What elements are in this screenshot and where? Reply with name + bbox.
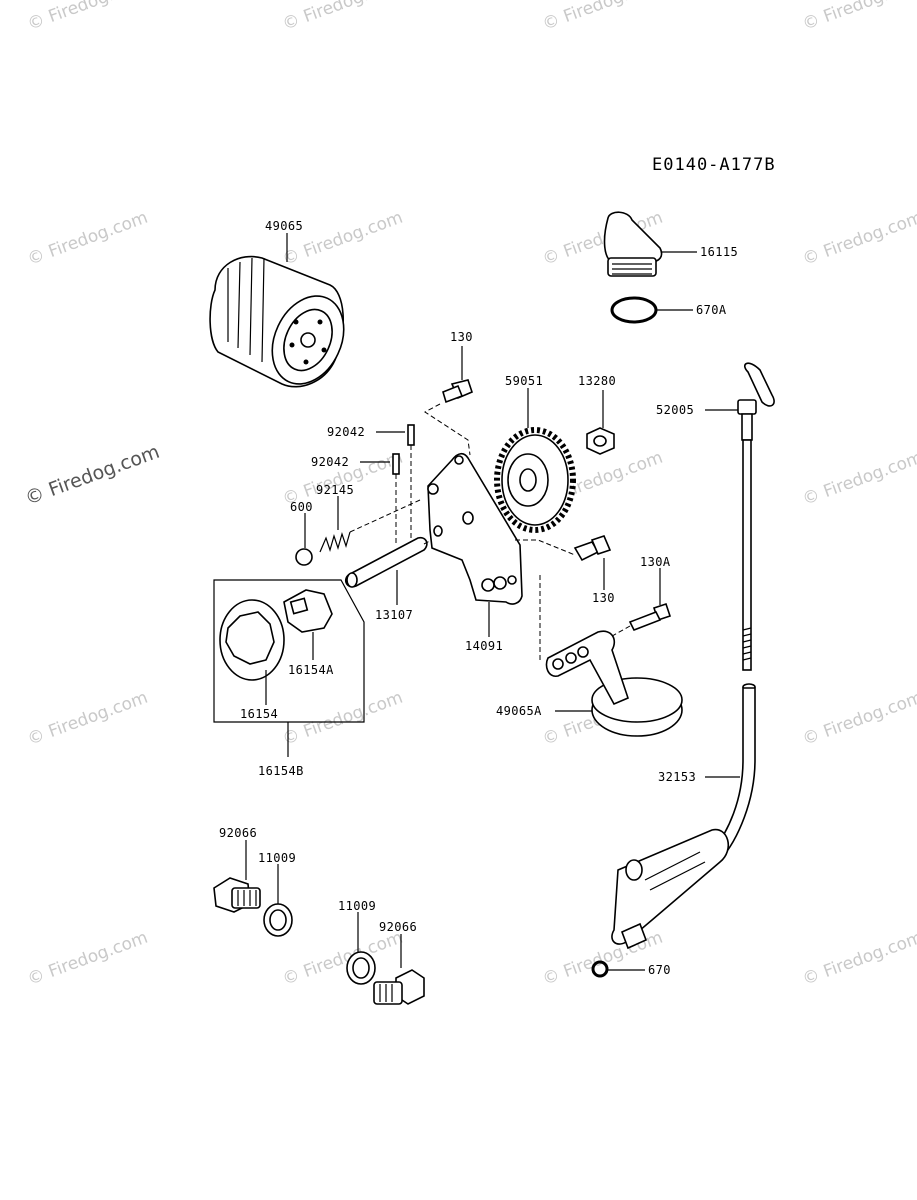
diagram-code: E0140-A177B bbox=[652, 155, 776, 175]
washer-11009-left-part[interactable] bbox=[263, 864, 293, 937]
watermark-text: © Firedog.com bbox=[22, 441, 162, 510]
bolt-130-lower-part[interactable] bbox=[515, 535, 612, 590]
watermark-text: © Firedog.com bbox=[800, 208, 917, 270]
watermark-text: © Firedog.com bbox=[800, 688, 917, 750]
watermark-text: © Firedog.com bbox=[800, 928, 917, 990]
part-label-52005[interactable]: 52005 bbox=[656, 403, 694, 417]
part-label-59051[interactable]: 59051 bbox=[505, 374, 543, 388]
part-label-16115[interactable]: 16115 bbox=[700, 245, 738, 259]
drain-plug-92066-right-part[interactable] bbox=[373, 934, 425, 1005]
watermark-text: © Firedog.com bbox=[800, 0, 917, 35]
part-label-13280[interactable]: 13280 bbox=[578, 374, 616, 388]
part-label-49065a[interactable]: 49065A bbox=[496, 704, 542, 718]
nut-13280-part[interactable] bbox=[586, 390, 615, 455]
part-label-92145[interactable]: 92145 bbox=[316, 483, 354, 497]
watermark-text: © Firedog.com bbox=[540, 0, 666, 35]
part-label-32153[interactable]: 32153 bbox=[658, 770, 696, 784]
ball-600-part[interactable] bbox=[295, 513, 313, 566]
part-label-600[interactable]: 600 bbox=[290, 500, 313, 514]
part-label-130-lower[interactable]: 130 bbox=[592, 591, 615, 605]
part-label-92042-upper[interactable]: 92042 bbox=[327, 425, 365, 439]
part-label-92066-right[interactable]: 92066 bbox=[379, 920, 417, 934]
plate-14091-part[interactable] bbox=[427, 452, 523, 637]
watermark-text: © Firedog.com bbox=[280, 208, 406, 270]
pin-92042-upper-part[interactable] bbox=[376, 424, 415, 540]
part-label-670[interactable]: 670 bbox=[648, 963, 671, 977]
part-label-92042-lower[interactable]: 92042 bbox=[311, 455, 349, 469]
oil-strainer-49065a-part[interactable] bbox=[539, 575, 683, 737]
part-label-13107[interactable]: 13107 bbox=[375, 608, 413, 622]
part-label-11009-right[interactable]: 11009 bbox=[338, 899, 376, 913]
watermark-text: © Firedog.com bbox=[25, 0, 151, 35]
bolt-130-top-part[interactable] bbox=[424, 346, 473, 456]
gear-59051-part[interactable] bbox=[494, 388, 576, 533]
watermark-text: © Firedog.com bbox=[280, 0, 406, 35]
watermark-text: © Firedog.com bbox=[25, 208, 151, 270]
part-label-16154[interactable]: 16154 bbox=[240, 707, 278, 721]
dipstick-52005-part[interactable] bbox=[705, 362, 775, 671]
watermark-text: © Firedog.com bbox=[25, 688, 151, 750]
spring-92145-part[interactable] bbox=[319, 496, 421, 553]
part-label-16154b[interactable]: 16154B bbox=[258, 764, 304, 778]
drain-plug-92066-left-part[interactable] bbox=[213, 840, 261, 913]
watermark-text: © Firedog.com bbox=[800, 448, 917, 510]
part-label-130a[interactable]: 130A bbox=[640, 555, 671, 569]
watermark-text: © Firedog.com bbox=[280, 688, 406, 750]
pin-92042-lower-part[interactable] bbox=[360, 453, 400, 545]
part-label-14091[interactable]: 14091 bbox=[465, 639, 503, 653]
part-label-49065[interactable]: 49065 bbox=[265, 219, 303, 233]
o-ring-670a-part[interactable] bbox=[610, 296, 693, 324]
part-label-92066-left[interactable]: 92066 bbox=[219, 826, 257, 840]
part-label-130-top[interactable]: 130 bbox=[450, 330, 473, 344]
oil-filter-part[interactable] bbox=[209, 233, 357, 396]
watermark-text: © Firedog.com bbox=[280, 928, 406, 990]
part-label-11009-left[interactable]: 11009 bbox=[258, 851, 296, 865]
filler-cap-part[interactable] bbox=[603, 211, 697, 277]
dipstick-tube-32153-part[interactable] bbox=[611, 683, 756, 950]
watermark-text: © Firedog.com bbox=[540, 928, 666, 990]
bolt-130a-part[interactable] bbox=[604, 568, 672, 641]
o-ring-670-part[interactable] bbox=[591, 960, 645, 978]
oil-pump-assembly-16154b[interactable] bbox=[213, 579, 365, 757]
watermark-text: © Firedog.com bbox=[25, 928, 151, 990]
part-label-16154a[interactable]: 16154A bbox=[288, 663, 334, 677]
part-label-670a[interactable]: 670A bbox=[696, 303, 727, 317]
washer-11009-right-part[interactable] bbox=[346, 912, 376, 985]
